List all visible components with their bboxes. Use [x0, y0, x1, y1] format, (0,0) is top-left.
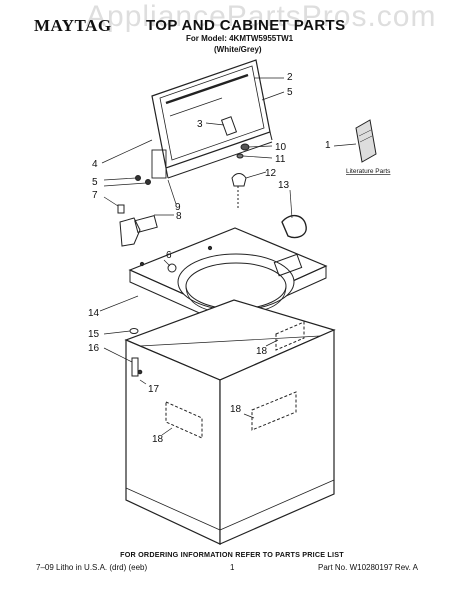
callout-6: 6	[166, 250, 172, 261]
model-line: For Model: 4KMTW5955TW1	[186, 34, 294, 43]
callout-18: 18	[230, 404, 242, 415]
hinge-hardware	[135, 149, 167, 185]
callout-14: 14	[88, 308, 100, 319]
literature-parts-label: Literature Parts	[346, 168, 391, 175]
callout-9: 9	[175, 202, 181, 213]
callout-5: 5	[92, 177, 98, 188]
callout-12: 12	[265, 168, 277, 179]
callout-16: 16	[88, 343, 100, 354]
literature-booklet	[355, 119, 377, 163]
callout-1: 1	[325, 140, 331, 151]
watermark: AppliancePartsPros.com	[86, 0, 437, 33]
brand-logo: MAYTAG	[34, 16, 112, 35]
litho-info: 7–09 Litho in U.S.A. (drd) (eeb)	[36, 563, 148, 572]
callout-17: 17	[148, 384, 160, 395]
callout-15: 15	[88, 329, 100, 340]
callout-18: 18	[256, 346, 268, 357]
callout-10: 10	[275, 142, 287, 153]
small-parts	[117, 143, 307, 247]
lid-assembly	[151, 59, 273, 179]
leader-lines	[99, 77, 357, 436]
callout-7: 7	[92, 190, 98, 201]
part-number: Part No. W10280197 Rev. A	[318, 563, 418, 572]
callout-18: 18	[152, 434, 164, 445]
callout-13: 13	[278, 180, 290, 191]
callout-2: 2	[287, 72, 293, 83]
callout-4: 4	[92, 159, 98, 170]
callout-3: 3	[197, 119, 203, 130]
callout-5: 5	[287, 87, 293, 98]
top-panel	[128, 227, 328, 325]
callout-8: 8	[176, 211, 182, 222]
ordering-note: FOR ORDERING INFORMATION REFER TO PARTS …	[120, 550, 344, 559]
callout-11: 11	[275, 154, 286, 165]
page-number: 1	[230, 563, 235, 572]
cabinet	[124, 299, 336, 545]
color-variant: (White/Grey)	[214, 45, 262, 54]
page-title: TOP AND CABINET PARTS	[146, 17, 346, 34]
